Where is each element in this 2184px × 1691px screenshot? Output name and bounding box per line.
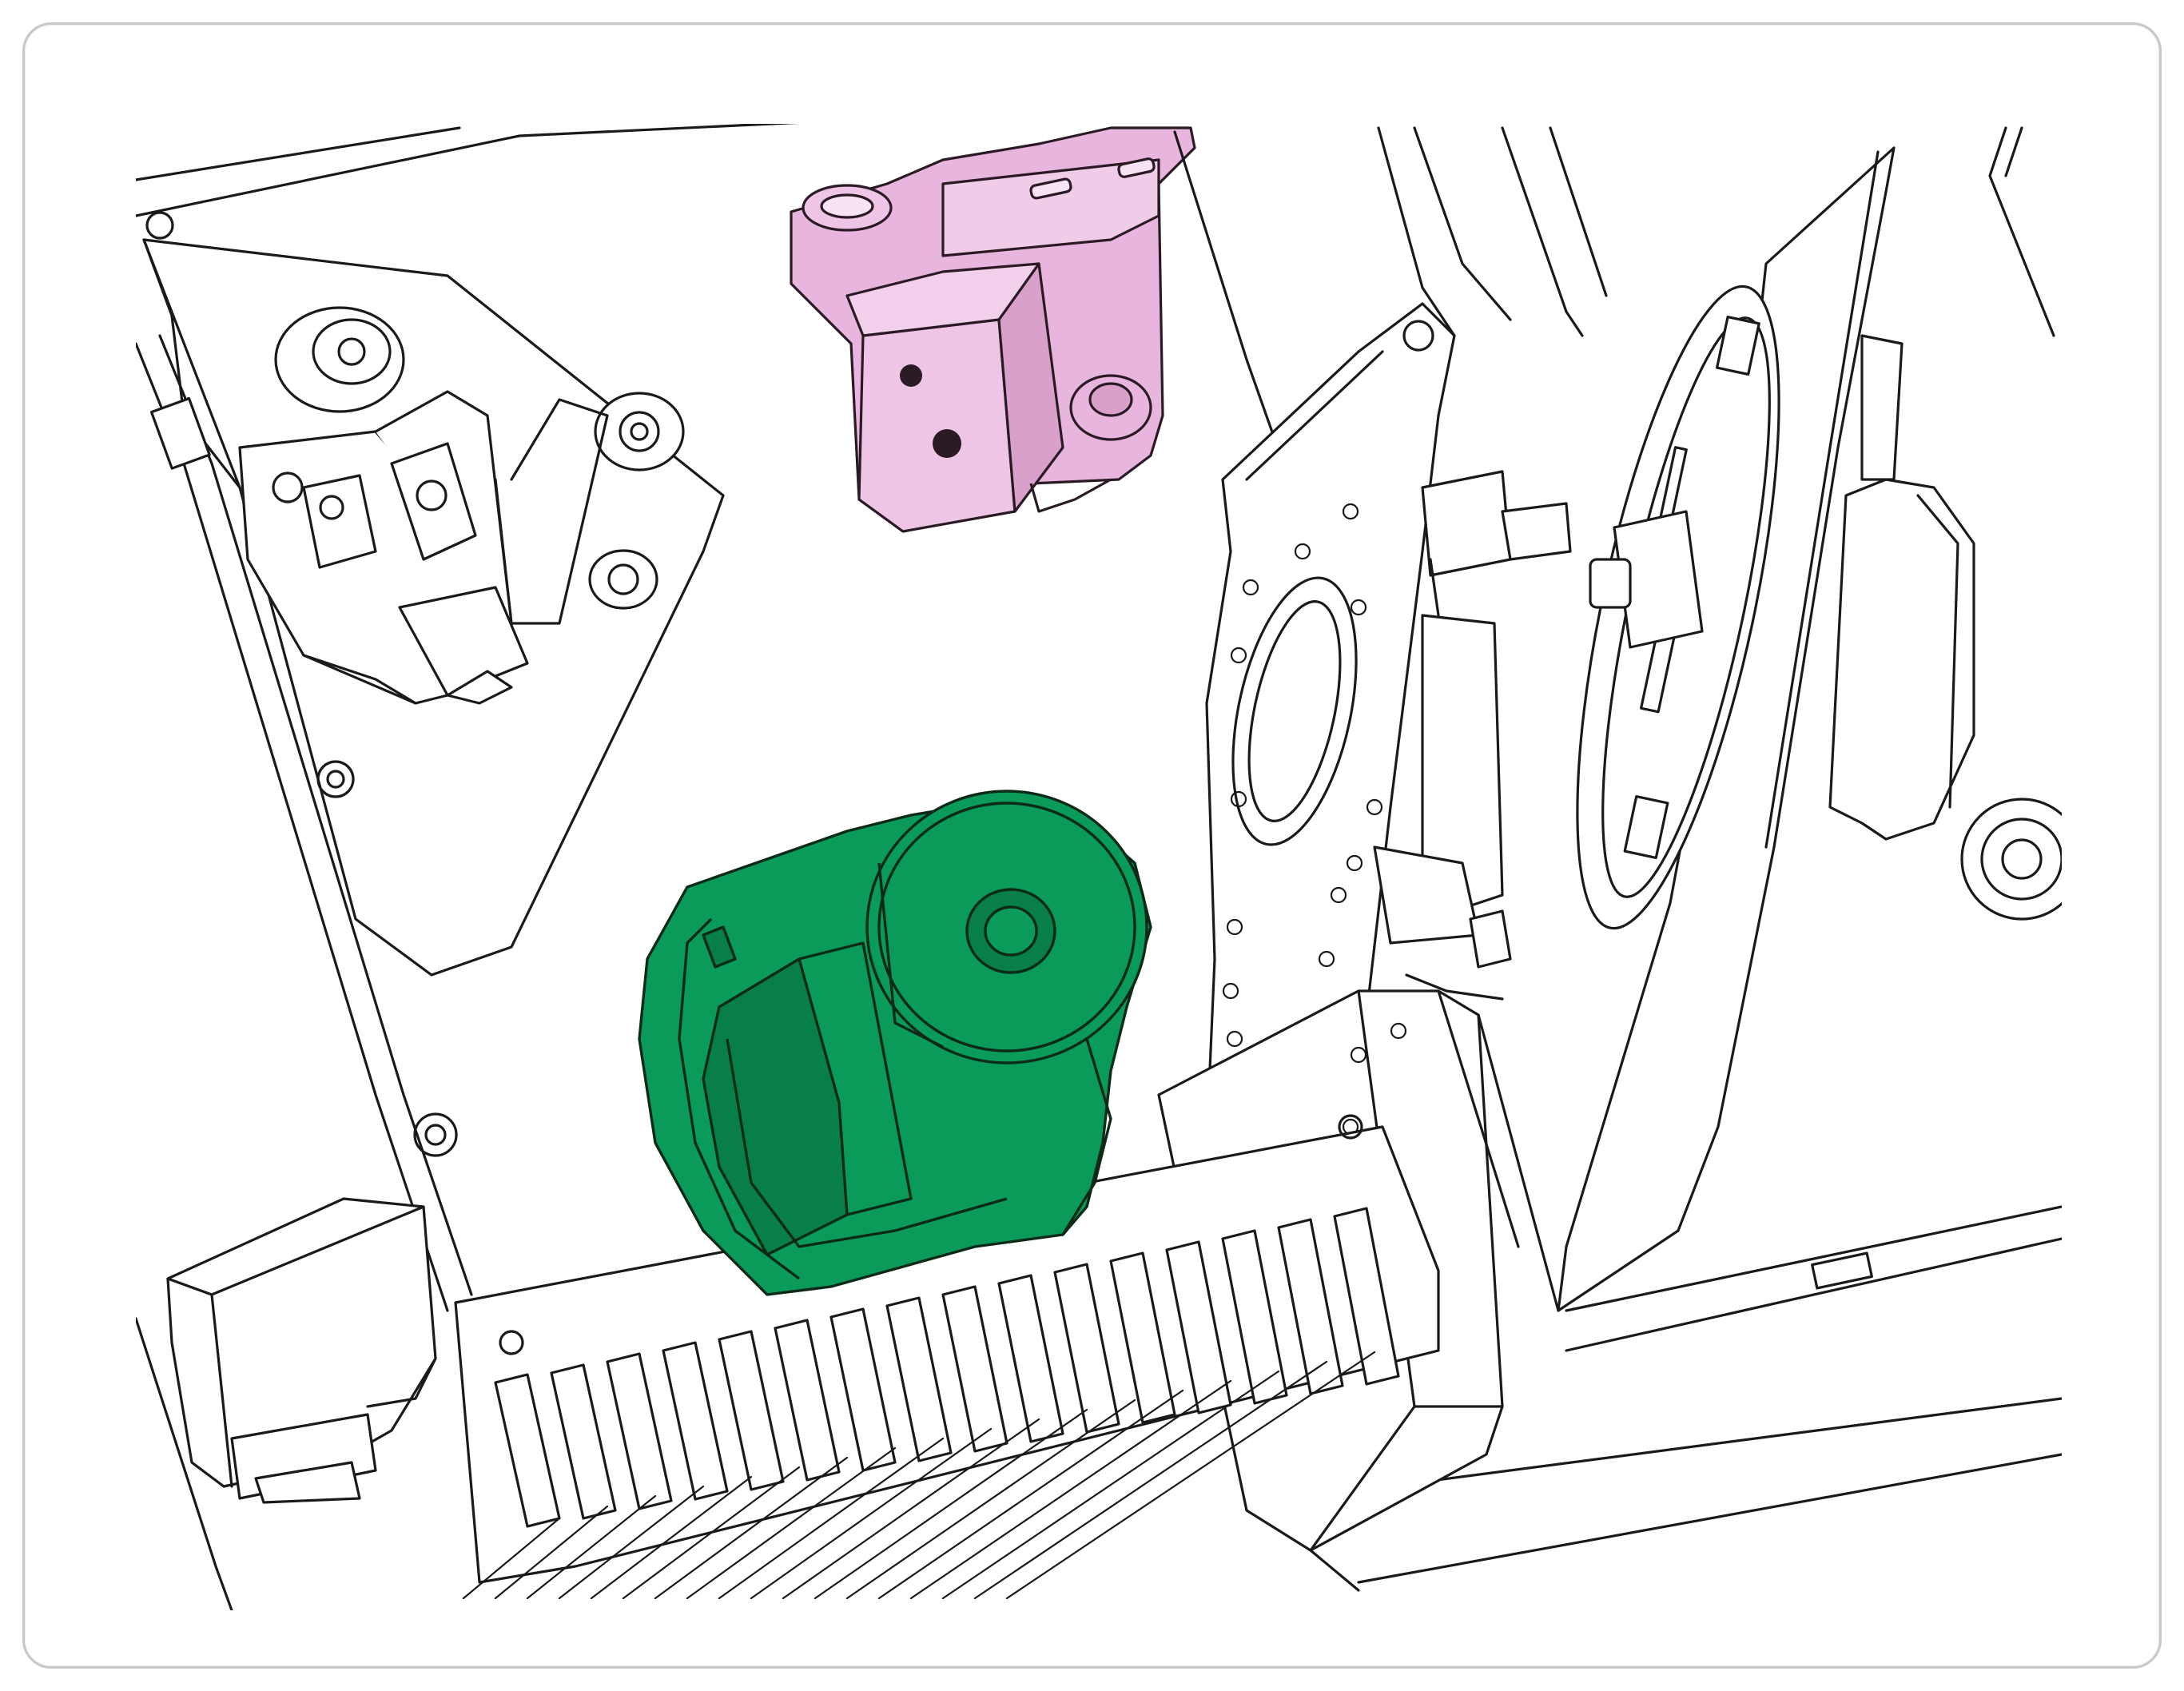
- right-disc-assembly: [1557, 146, 1975, 1312]
- lower-right-plate: [1309, 989, 1560, 1592]
- motor-mount-plate: [1205, 302, 1456, 1144]
- drive-shafts: [1373, 470, 1572, 1001]
- screw-hole: [145, 211, 174, 240]
- heat-sink: [454, 1114, 1440, 1600]
- connector-block: [136, 1197, 437, 1610]
- right-edge-parts: [1325, 126, 2062, 1584]
- highlighted-bracket: [790, 126, 1196, 533]
- highlighted-motor: [638, 790, 1152, 1296]
- tensioner-assembly: [238, 306, 685, 705]
